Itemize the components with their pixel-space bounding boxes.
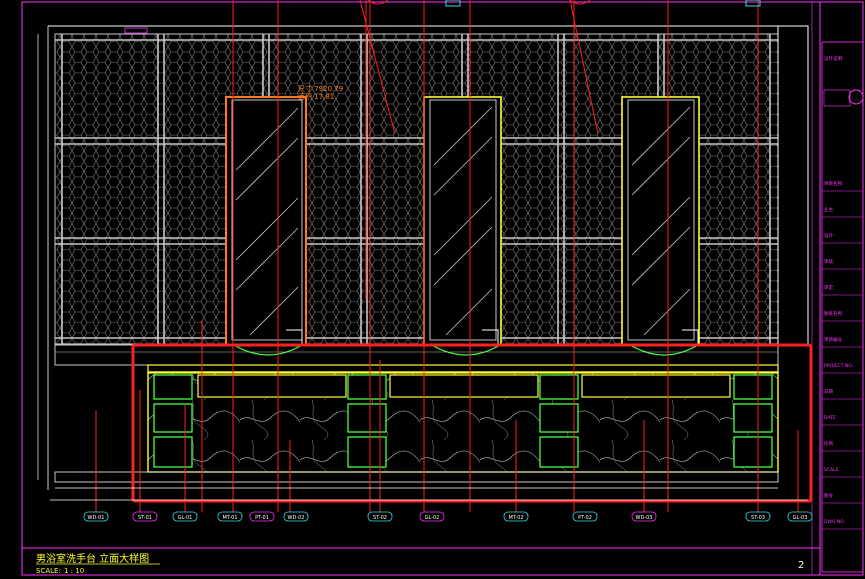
- vanity-cabinet: [54, 371, 779, 483]
- mirror-left: [225, 96, 307, 346]
- callout-tag: ST-03: [745, 511, 771, 522]
- callout-tag: ST-02: [367, 511, 393, 522]
- title-block-field: 图号: [824, 493, 833, 499]
- mirror-right: [621, 96, 700, 346]
- selection-highlight[interactable]: [131, 343, 813, 503]
- callout-label: MT-01: [222, 515, 237, 521]
- scale-value: 1 : 10: [64, 567, 84, 575]
- callout-label: ST-03: [751, 515, 765, 521]
- company-logo-icon: [848, 89, 864, 105]
- title-block-field: 审核:: [824, 258, 835, 265]
- dimension-lines: [37, 34, 808, 501]
- callout-tag: PT-01: [249, 511, 275, 522]
- callout-label: WD-02: [288, 515, 305, 521]
- drawing-title-block: 男浴室洗手台 立面大样图 SCALE: 1 : 10 2: [36, 552, 804, 575]
- title-block-field: 项目编号: [824, 336, 842, 343]
- drawing-title: 男浴室洗手台 立面大样图: [36, 552, 149, 565]
- callout-label: WD-03: [636, 515, 653, 521]
- title-block-field: 审定:: [824, 284, 835, 291]
- callout-tag: MT-02: [503, 511, 529, 522]
- mirror-center: [423, 96, 502, 346]
- top-callouts: [367, 0, 761, 7]
- callout-label: MT-02: [508, 515, 523, 521]
- faucets: [286, 329, 699, 345]
- callout-label: ST-01: [138, 515, 152, 521]
- callout-label: GL-01: [178, 515, 193, 521]
- callout-tag: GL-01: [172, 511, 198, 522]
- title-block-field: 设计:: [824, 232, 835, 239]
- material-callouts: WD-01 ST-01 GL-01 MT-01 PT-01 WD-02 ST-02 GL-02…: [83, 511, 813, 522]
- title-block-field: DWG NO.: [824, 519, 845, 525]
- callout-label: GL-02: [425, 515, 440, 521]
- title-block-field: SCALE: [824, 467, 839, 473]
- dim-note-line2: 面积 17.81: [298, 92, 334, 101]
- callout-tag: ST-01: [132, 511, 158, 522]
- callout-label: ST-02: [373, 515, 387, 521]
- leader-lines: [95, 0, 799, 512]
- title-block-field: PROJECT NO.: [824, 363, 853, 369]
- title-block-field: 业主:: [824, 206, 835, 213]
- callout-label: WD-01: [88, 515, 105, 521]
- callout-tag: WD-01: [83, 511, 109, 522]
- area-note: 尺寸 7920.79 面积 17.81: [298, 84, 343, 101]
- countertop: [54, 344, 779, 374]
- title-block-field: 比例: [824, 440, 833, 447]
- callout-tag: WD-02: [283, 511, 309, 522]
- scale-label: SCALE:: [36, 567, 61, 575]
- callout-tag: PT-02: [572, 511, 598, 522]
- callout-tag: GL-02: [419, 511, 445, 522]
- callout-tag: GL-03: [787, 511, 813, 522]
- notes-label: 设计说明:: [824, 55, 844, 62]
- title-block-field: 项目名称:: [824, 180, 844, 187]
- callout-label: PT-01: [255, 515, 269, 521]
- sink-basins: [233, 344, 699, 356]
- title-block-field: 日期: [824, 389, 833, 395]
- dim-note-line1: 尺寸 7920.79: [298, 84, 343, 93]
- callout-label: GL-03: [793, 515, 808, 521]
- title-block-field: 图纸名称:: [824, 310, 844, 317]
- callout-tag: WD-03: [631, 511, 657, 522]
- title-block-panel: 设计说明: 项目名称: 业主: 设计: 审核: 审定: 图纸名称: 项目编号 PROJECT …: [821, 41, 864, 573]
- callout-label: PT-02: [578, 515, 592, 521]
- callout-tag: MT-01: [217, 511, 243, 522]
- sheet-number: 2: [798, 560, 804, 571]
- title-block-field: DATE: [824, 415, 836, 421]
